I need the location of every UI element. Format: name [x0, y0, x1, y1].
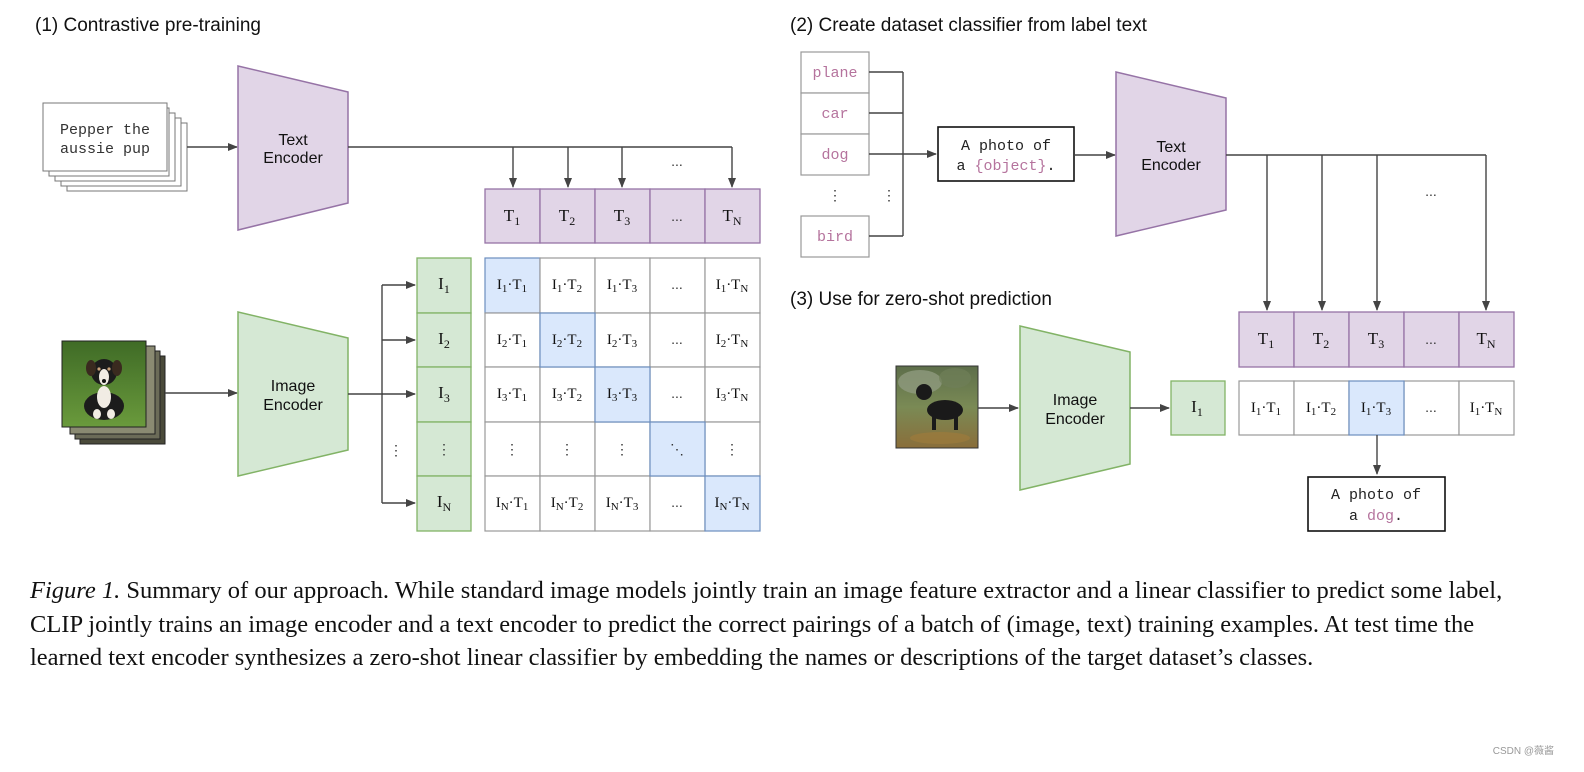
i2-cell: I2	[438, 329, 450, 351]
i-vdots-cell: ⋮	[437, 441, 451, 457]
prediction-line2: a dog.	[1349, 508, 1403, 525]
matrix-diagonal-dots: ⋱	[670, 441, 684, 457]
watermark: CSDN @薇酱	[1492, 746, 1554, 757]
matrix-ellipsis: ...	[671, 385, 683, 401]
text-encoder-1: Text Encoder	[237, 65, 349, 231]
image-encoder-1-line1: Image	[271, 378, 316, 395]
pretrain-text-stack: Pepper the aussie pup	[42, 102, 188, 192]
label-dog: dog	[821, 147, 848, 164]
caption-text: Summary of our approach. While standard …	[30, 577, 1503, 671]
text-arrows-ellipsis-2: ...	[1425, 183, 1437, 199]
section2-title: (2) Create dataset classifier from label…	[790, 15, 1148, 36]
text-encoder-1-line1: Text	[278, 132, 308, 149]
matrix-ellipsis: ...	[671, 494, 683, 510]
image-arrows-vdots: ⋮	[389, 442, 403, 458]
section3-title: (3) Use for zero-shot prediction	[790, 289, 1052, 310]
i3-cell: I3	[438, 383, 450, 405]
clip-diagram: (1) Contrastive pre-training (2) Create …	[35, 15, 1515, 532]
pretrain-image-stack	[61, 340, 166, 445]
i1-cell: I1	[438, 274, 450, 296]
matrix-vdots: ⋮	[615, 441, 629, 457]
label-list: plane car dog bird ⋮	[800, 51, 870, 258]
text-encoder-2: Text Encoder	[1115, 71, 1227, 237]
image-encoder-2: Image Encoder	[1019, 325, 1131, 491]
matrix-vdots: ⋮	[505, 441, 519, 457]
text-embeddings-row-1: T1 T2 T3 ... TN	[484, 188, 761, 244]
text-encoder-1-line2: Encoder	[263, 150, 323, 167]
text-arrows-ellipsis-1: ...	[671, 153, 683, 169]
text-encoder-2-line1: Text	[1156, 139, 1186, 156]
t-ellipsis-cell-2: ...	[1425, 331, 1437, 347]
prompt-template-box: A photo of a {object}.	[937, 126, 1075, 182]
image-encoder-1: Image Encoder	[237, 311, 349, 477]
pretrain-text-line1: Pepper the	[60, 122, 150, 139]
svg-text:I1: I1	[1191, 397, 1203, 419]
image-encoder-2-line1: Image	[1053, 392, 1098, 409]
zero-shot-i1: I1	[1170, 380, 1226, 436]
prompt-line1: A photo of	[961, 138, 1051, 155]
text-feature-arrows-2	[1226, 154, 1490, 311]
matrix-ellipsis: ...	[671, 331, 683, 347]
caption-label: Figure 1.	[30, 577, 121, 604]
labels-vdots: ⋮	[828, 187, 842, 203]
text-encoder-2-line2: Encoder	[1141, 157, 1201, 174]
merge-vdots: ⋮	[882, 187, 896, 203]
figure-caption: Figure 1. Summary of our approach. While…	[30, 574, 1520, 675]
label-merge-arrows	[869, 71, 937, 237]
prompt-line2: a {object}.	[956, 158, 1055, 175]
similarity-matrix: I1·T1 I1·T2 I1·T3 I1·TN I2·T1 I2·T2 I2·T…	[484, 257, 761, 532]
text-embeddings-row-2: T1 T2 T3 ... TN	[1238, 311, 1515, 368]
image-feature-arrows	[348, 281, 416, 507]
prediction-box: A photo of a dog.	[1307, 476, 1446, 532]
prediction-line1: A photo of	[1331, 487, 1421, 504]
text-feature-arrows-1	[348, 146, 736, 188]
zero-shot-scores-row: I1·T1 I1·T2 I1·T3 I1·TN ...	[1238, 380, 1515, 436]
image-encoder-1-line2: Encoder	[263, 397, 323, 414]
label-plane: plane	[812, 65, 857, 82]
image-encoder-2-line2: Encoder	[1045, 411, 1105, 428]
pretrain-text-line2: aussie pup	[60, 141, 150, 158]
matrix-vdots: ⋮	[725, 441, 739, 457]
t-ellipsis-cell: ...	[671, 208, 683, 224]
matrix-vdots: ⋮	[560, 441, 574, 457]
label-bird: bird	[817, 229, 853, 246]
image-embeddings-column: I1 I2 I3 ⋮ IN	[416, 257, 472, 532]
puppy-photo	[84, 359, 124, 420]
score-ellipsis: ...	[1425, 399, 1437, 415]
section1-title: (1) Contrastive pre-training	[35, 15, 261, 36]
zero-shot-dog-photo	[895, 365, 979, 449]
matrix-ellipsis: ...	[671, 276, 683, 292]
label-car: car	[821, 106, 848, 123]
